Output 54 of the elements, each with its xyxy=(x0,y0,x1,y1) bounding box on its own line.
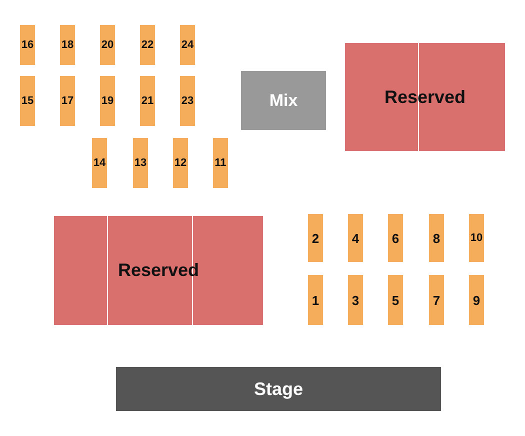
table-number: 12 xyxy=(174,157,187,169)
table-marker xyxy=(388,214,403,262)
table-marker xyxy=(213,138,228,188)
table-marker xyxy=(348,214,363,262)
mix-booth xyxy=(241,71,326,130)
table-marker xyxy=(173,138,188,188)
table-number: 2 xyxy=(312,230,320,246)
table-number: 14 xyxy=(93,157,106,169)
table-marker xyxy=(388,275,403,325)
table-marker xyxy=(429,275,444,325)
table-marker xyxy=(180,76,195,126)
section-label: Stage xyxy=(254,378,304,400)
table-number: 11 xyxy=(214,157,226,169)
table-marker xyxy=(60,25,75,65)
table-number: 10 xyxy=(470,232,483,244)
table-marker xyxy=(469,275,484,325)
section-label: Mix xyxy=(269,90,298,110)
table-number: 15 xyxy=(21,95,34,107)
table-number: 1 xyxy=(312,292,320,308)
table-marker xyxy=(348,275,363,325)
table-marker xyxy=(100,76,115,126)
table-marker xyxy=(20,76,35,126)
table-number: 4 xyxy=(352,230,360,246)
table-marker xyxy=(60,76,75,126)
reserved-section xyxy=(345,43,505,151)
table-marker xyxy=(133,138,148,188)
table-number: 19 xyxy=(101,95,114,107)
table-marker xyxy=(469,214,484,262)
reserved-section xyxy=(54,216,263,325)
table-number: 18 xyxy=(61,39,74,51)
table-number: 16 xyxy=(21,39,34,51)
table-marker xyxy=(140,76,155,126)
table-number: 7 xyxy=(432,292,440,308)
table-marker xyxy=(100,25,115,65)
table-marker xyxy=(308,275,323,325)
table-number: 24 xyxy=(181,39,194,51)
table-number: 21 xyxy=(141,95,154,107)
stage xyxy=(116,367,441,411)
table-marker xyxy=(180,25,195,65)
table-number: 17 xyxy=(61,95,74,107)
table-number: 22 xyxy=(141,39,154,51)
table-number: 5 xyxy=(392,292,400,308)
table-number: 3 xyxy=(352,292,360,308)
table-marker xyxy=(140,25,155,65)
table-number: 6 xyxy=(392,230,400,246)
table-number: 23 xyxy=(181,95,194,107)
table-number: 9 xyxy=(472,292,480,308)
table-number: 20 xyxy=(101,39,114,51)
table-number: 8 xyxy=(432,230,440,246)
table-marker xyxy=(92,138,107,188)
table-number: 13 xyxy=(134,157,147,169)
table-marker xyxy=(429,214,444,262)
table-marker xyxy=(308,214,323,262)
table-marker xyxy=(20,25,35,65)
